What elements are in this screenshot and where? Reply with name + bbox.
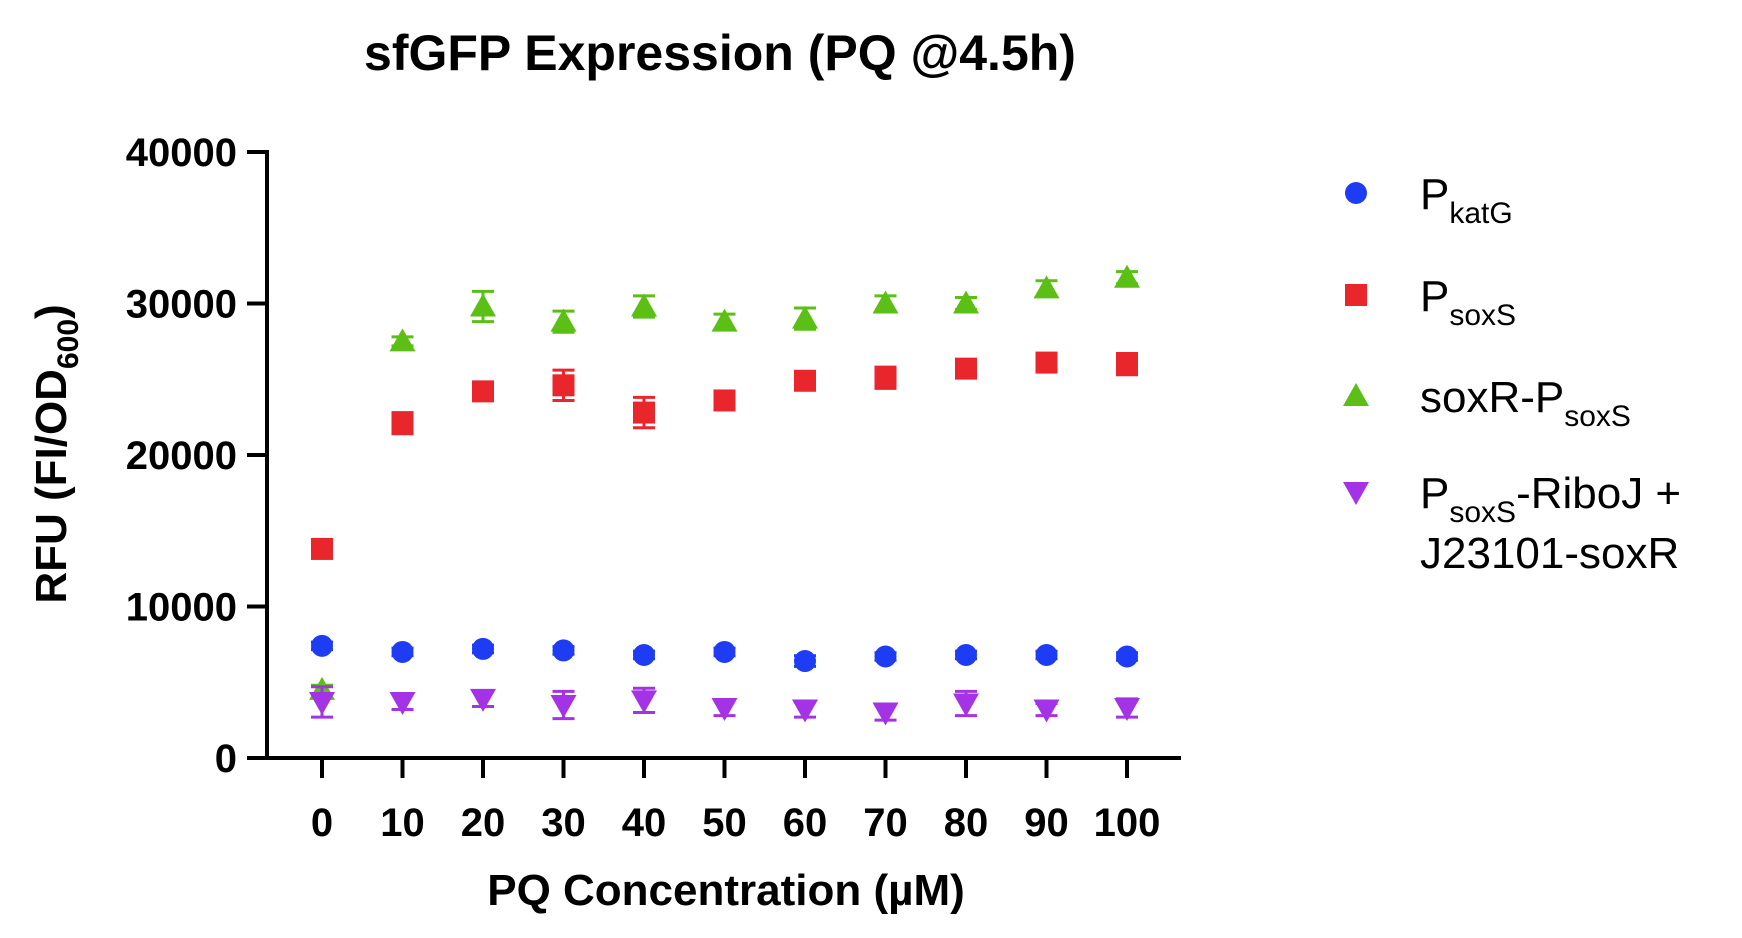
legend-marker xyxy=(1343,482,1369,505)
data-point xyxy=(1033,699,1060,723)
data-point xyxy=(633,643,655,666)
data-point xyxy=(633,401,655,424)
legend-item-2: soxR-PsoxS xyxy=(1343,373,1631,433)
y-axis-title: RFU (FI/OD600) xyxy=(27,304,85,603)
data-point xyxy=(872,702,899,726)
x-tick-label: 80 xyxy=(944,801,989,845)
x-tick-label: 50 xyxy=(702,801,747,845)
y-tick-label: 10000 xyxy=(126,586,237,630)
data-point xyxy=(391,640,414,663)
legend-label: PsoxS xyxy=(1420,272,1516,332)
legend-item-0: PkatG xyxy=(1345,170,1513,230)
data-point xyxy=(792,699,818,723)
data-point xyxy=(309,691,335,715)
y-tick-label: 30000 xyxy=(126,283,237,327)
data-point xyxy=(1114,264,1140,288)
data-point xyxy=(472,637,494,660)
plot-area xyxy=(309,264,1140,726)
x-tick-label: 0 xyxy=(311,801,333,845)
x-axis-ticks: 0 10 20 30 40 50 60 70 80 90 100 xyxy=(311,758,1161,845)
x-tick-label: 100 xyxy=(1094,801,1161,845)
data-point xyxy=(874,645,897,668)
data-point xyxy=(711,308,738,332)
x-tick-label: 40 xyxy=(622,801,667,845)
data-point xyxy=(550,308,577,332)
series-0 xyxy=(311,634,1138,673)
data-point xyxy=(472,380,494,403)
legend-marker xyxy=(1345,182,1367,204)
legend-item-1: PsoxS xyxy=(1345,272,1516,332)
x-tick-label: 70 xyxy=(863,801,908,845)
data-point xyxy=(1035,351,1058,374)
data-point xyxy=(470,293,496,317)
data-point xyxy=(311,634,333,657)
data-point xyxy=(470,688,496,712)
data-point xyxy=(713,389,736,412)
series-2 xyxy=(309,264,1140,700)
series-1 xyxy=(311,351,1138,560)
legend-label: soxR-PsoxS xyxy=(1420,373,1631,433)
x-tick-label: 30 xyxy=(541,801,586,845)
data-point xyxy=(1033,275,1060,299)
y-tick-label: 20000 xyxy=(126,434,237,478)
data-point xyxy=(953,693,979,717)
legend-marker xyxy=(1343,383,1369,406)
y-axis-ticks: 0 10000 20000 30000 40000 xyxy=(126,131,267,781)
series-3 xyxy=(309,685,1140,726)
y-tick-label: 0 xyxy=(215,737,237,781)
y-tick-label: 40000 xyxy=(126,131,237,175)
data-point xyxy=(794,369,816,392)
data-point xyxy=(631,690,657,714)
data-point xyxy=(955,357,977,380)
data-point xyxy=(550,694,577,718)
chart-title: sfGFP Expression (PQ @4.5h) xyxy=(364,25,1076,81)
x-tick-label: 90 xyxy=(1024,801,1069,845)
data-point xyxy=(874,366,897,389)
x-axis-title: PQ Concentration (µM) xyxy=(487,866,965,915)
x-tick-label: 60 xyxy=(783,801,828,845)
data-point xyxy=(1035,643,1058,666)
data-point xyxy=(872,290,899,314)
legend-label: PsoxS-RiboJ + xyxy=(1420,469,1681,529)
data-point xyxy=(792,305,818,329)
data-point xyxy=(391,412,414,435)
data-point xyxy=(1116,353,1138,376)
data-point xyxy=(953,290,979,314)
data-point xyxy=(711,698,738,722)
legend: PkatG PsoxS soxR-PsoxS PsoxS-RiboJ +J23101-… xyxy=(1343,170,1681,578)
legend-label: PkatG xyxy=(1420,170,1513,230)
x-tick-label: 20 xyxy=(461,801,506,845)
legend-label-line2: J23101-soxR xyxy=(1420,529,1679,578)
data-point xyxy=(389,328,416,352)
data-point xyxy=(631,293,657,317)
legend-marker xyxy=(1345,284,1367,306)
data-point xyxy=(794,650,816,673)
data-point xyxy=(552,639,575,662)
legend-item-3: PsoxS-RiboJ +J23101-soxR xyxy=(1343,469,1681,578)
x-tick-label: 10 xyxy=(380,801,425,845)
data-point xyxy=(955,643,977,666)
data-point xyxy=(1114,698,1140,722)
data-point xyxy=(713,640,736,663)
data-point xyxy=(311,537,333,560)
data-point xyxy=(1116,645,1138,668)
data-point xyxy=(552,374,575,397)
data-point xyxy=(389,691,416,715)
